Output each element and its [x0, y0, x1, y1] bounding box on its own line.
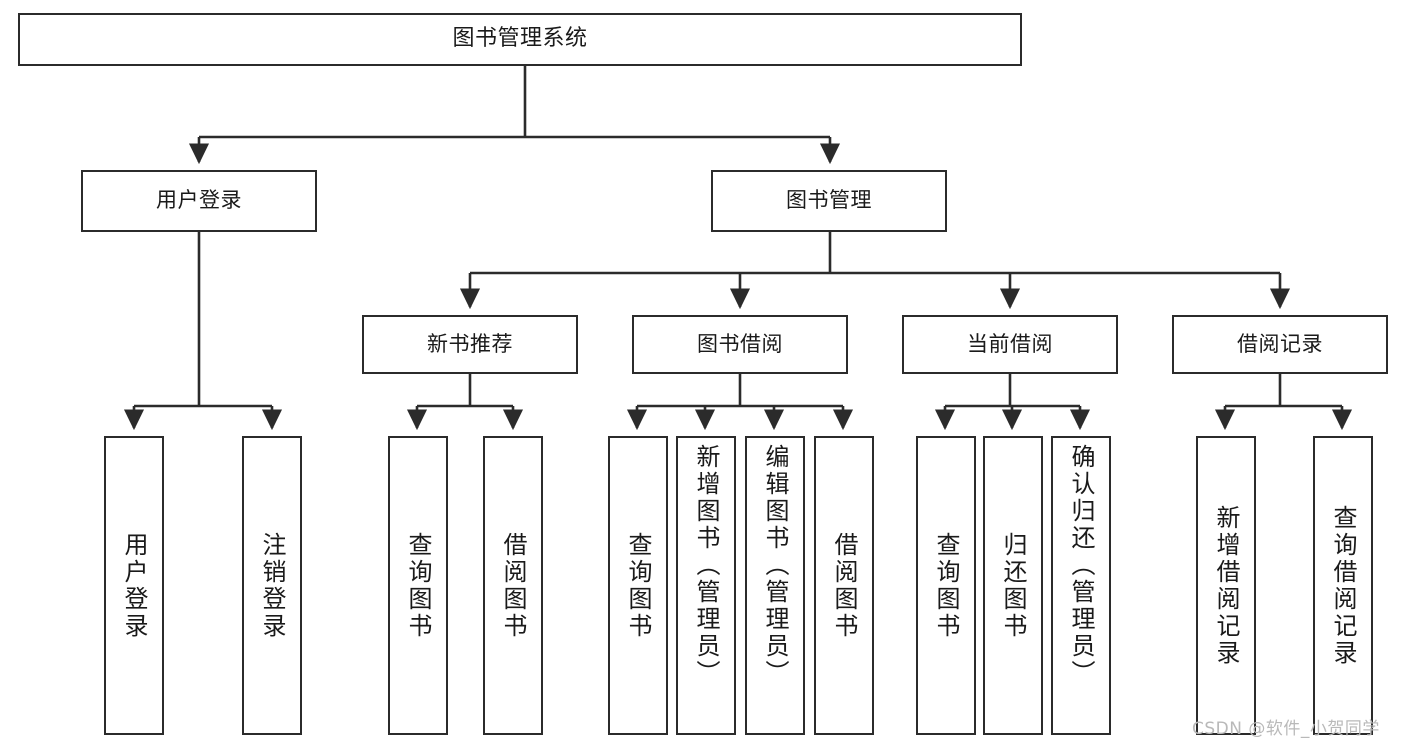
node-label: 借阅图书 — [830, 531, 858, 640]
node-current-borrow[interactable]: 当前借阅 — [902, 315, 1118, 374]
node-root-book-management-system[interactable]: 图书管理系统 — [18, 13, 1022, 66]
node-label: 借阅记录 — [1237, 331, 1323, 356]
node-label: 借阅图书 — [499, 531, 527, 640]
node-label: 新增图书（管理员） — [692, 444, 720, 687]
leaf-query-borrow-record[interactable]: 查询借阅记录 — [1313, 436, 1373, 735]
leaf-logout[interactable]: 注销登录 — [242, 436, 302, 735]
node-label: 注销登录 — [258, 531, 286, 640]
node-label: 新书推荐 — [427, 331, 513, 356]
leaf-return-book[interactable]: 归还图书 — [983, 436, 1043, 735]
node-book-borrow[interactable]: 图书借阅 — [632, 315, 848, 374]
node-label: 用户登录 — [120, 531, 148, 640]
leaf-borrow-book-recommend[interactable]: 借阅图书 — [483, 436, 543, 735]
node-label: 查询借阅记录 — [1329, 504, 1357, 667]
node-label: 图书借阅 — [697, 331, 783, 356]
node-label: 归还图书 — [999, 531, 1027, 640]
node-label: 查询图书 — [624, 531, 652, 640]
node-label: 当前借阅 — [967, 331, 1053, 356]
node-book-management[interactable]: 图书管理 — [711, 170, 947, 232]
leaf-add-book-admin[interactable]: 新增图书（管理员） — [676, 436, 736, 735]
node-label: 图书管理系统 — [452, 26, 588, 52]
node-new-book-recommend[interactable]: 新书推荐 — [362, 315, 578, 374]
leaf-edit-book-admin[interactable]: 编辑图书（管理员） — [745, 436, 805, 735]
leaf-query-book-borrow[interactable]: 查询图书 — [608, 436, 668, 735]
csdn-watermark: CSDN @软件_小贺同学 — [1192, 719, 1380, 739]
leaf-query-book-current[interactable]: 查询图书 — [916, 436, 976, 735]
leaf-confirm-return-admin[interactable]: 确认归还（管理员） — [1051, 436, 1111, 735]
leaf-add-borrow-record[interactable]: 新增借阅记录 — [1196, 436, 1256, 735]
node-user-login[interactable]: 用户登录 — [81, 170, 317, 232]
leaf-query-book-recommend[interactable]: 查询图书 — [388, 436, 448, 735]
node-borrow-record[interactable]: 借阅记录 — [1172, 315, 1388, 374]
node-label: 查询图书 — [932, 531, 960, 640]
node-label: 新增借阅记录 — [1212, 504, 1240, 667]
leaf-user-login[interactable]: 用户登录 — [104, 436, 164, 735]
node-label: 确认归还（管理员） — [1067, 444, 1095, 687]
node-label: 编辑图书（管理员） — [761, 444, 789, 687]
node-label: 查询图书 — [404, 531, 432, 640]
node-label: 用户登录 — [156, 188, 242, 213]
leaf-borrow-book[interactable]: 借阅图书 — [814, 436, 874, 735]
node-label: 图书管理 — [786, 188, 872, 213]
